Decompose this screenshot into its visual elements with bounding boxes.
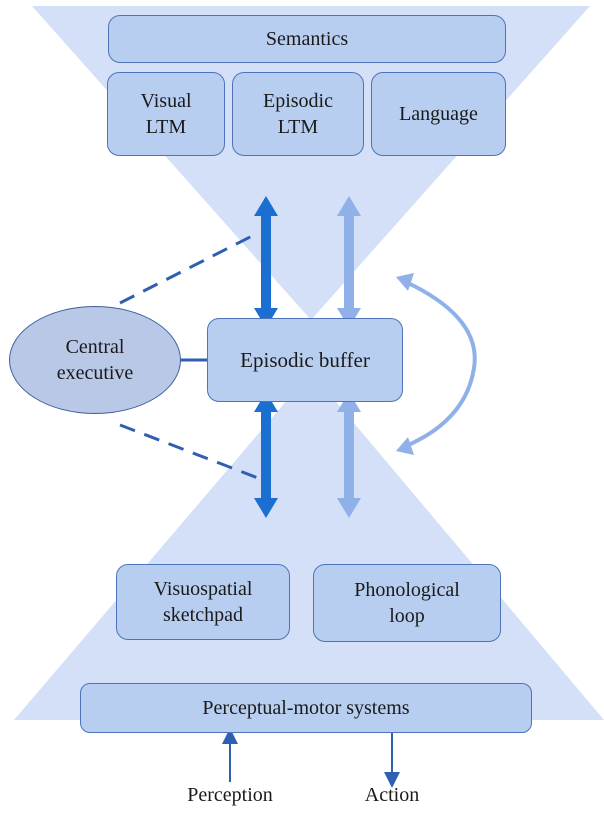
hourglass-bottom-triangle: [14, 372, 604, 720]
dark-double-arrow-lower: [254, 392, 278, 518]
central-executive-ellipse: Central executive: [9, 306, 181, 414]
action-label: Action: [364, 784, 420, 806]
perceptual-motor-systems-box: Perceptual-motor systems: [80, 683, 532, 733]
semantics-box: Semantics: [108, 15, 506, 63]
visuospatial-sketchpad-box: Visuospatial sketchpad: [116, 564, 290, 640]
episodic-ltm-box: Episodic LTM: [232, 72, 364, 156]
visual-ltm-box: Visual LTM: [107, 72, 225, 156]
language-box: Language: [371, 72, 506, 156]
light-double-arrow-lower: [337, 392, 361, 518]
phonological-loop-box: Phonological loop: [313, 564, 501, 642]
curved-loop-arrow: [396, 273, 477, 455]
episodic-buffer-box: Episodic buffer: [207, 318, 403, 402]
dashed-connector-upper: [119, 231, 259, 305]
perception-label: Perception: [187, 784, 273, 806]
